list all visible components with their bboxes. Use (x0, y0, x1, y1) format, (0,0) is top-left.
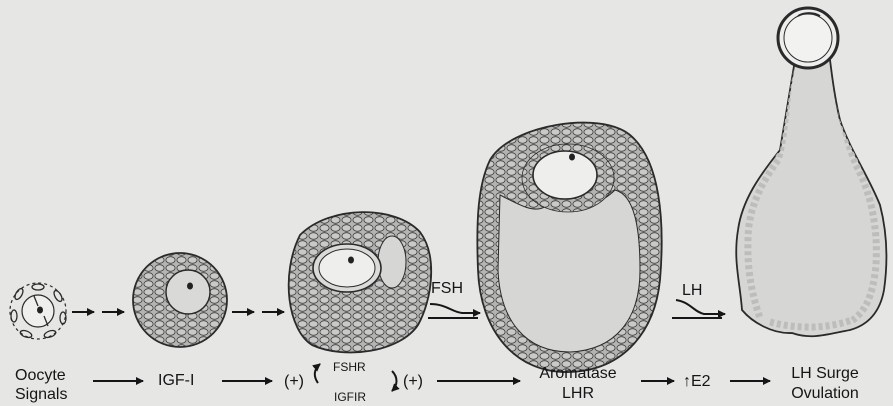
plus-left-label: (+) (284, 372, 304, 392)
fshr-label: FSHR (333, 360, 366, 374)
curved-arrow-icon (430, 304, 480, 313)
fsh-label: FSH (431, 279, 463, 299)
signals-label: Signals (15, 385, 67, 405)
secondary-follicle (289, 212, 432, 352)
ovulation-label: Ovulation (770, 384, 880, 404)
ovulating-follicle (736, 8, 886, 336)
primary-follicle (133, 253, 227, 347)
lh-surge-label: LH Surge (770, 364, 880, 384)
igfir-label: IGFIR (334, 390, 366, 404)
oocyte-label: Oocyte (15, 366, 66, 386)
lh-label: LH (682, 281, 702, 301)
plus-right-label: (+) (403, 372, 423, 392)
pathway-arrows (93, 364, 770, 391)
lhr-label: LHR (528, 384, 628, 404)
aromatase-label: Aromatase (528, 364, 628, 384)
curved-arrow-icon (392, 371, 397, 391)
e2-label: ↑E2 (683, 372, 711, 392)
curved-arrow-icon (315, 364, 320, 383)
primordial-follicle (10, 283, 66, 339)
antral-follicle (477, 123, 661, 372)
igf1-label: IGF-I (158, 371, 194, 391)
curved-arrow-icon (676, 300, 725, 314)
